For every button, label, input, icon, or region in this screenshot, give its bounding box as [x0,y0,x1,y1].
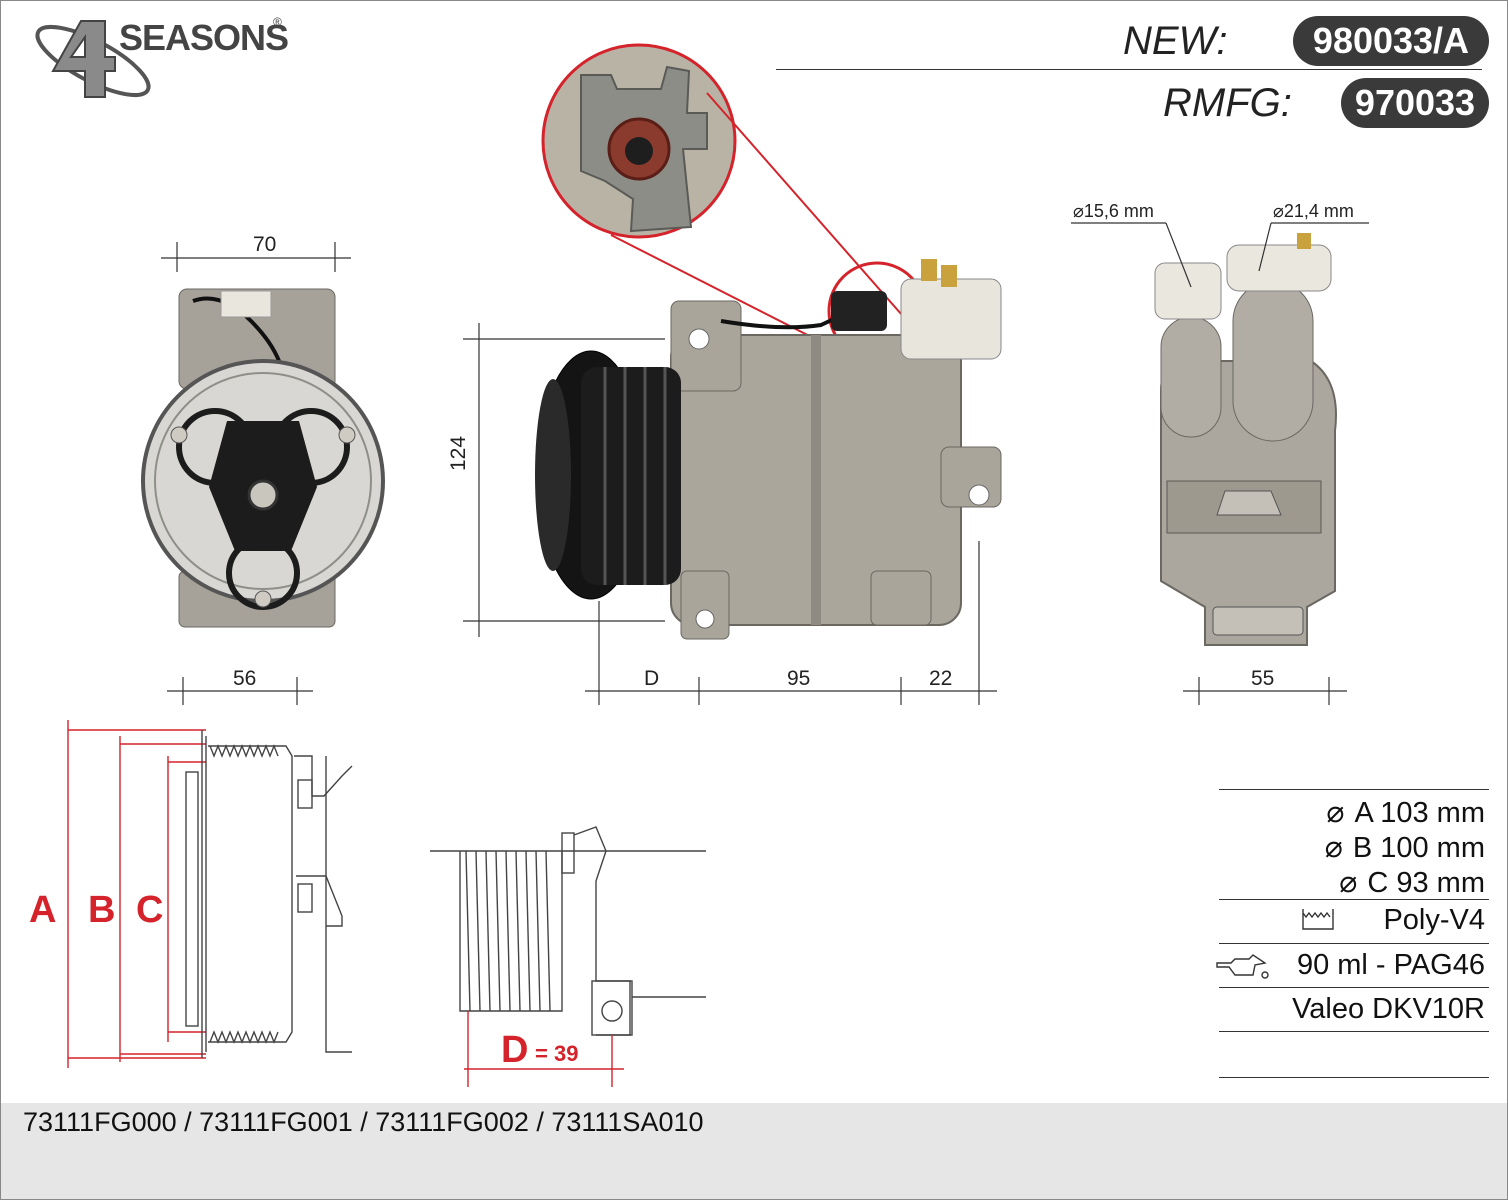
dim-side-height: 124 [447,435,470,471]
trademark-symbol: ® [273,15,282,29]
compressor-rear-view [1154,233,1337,646]
spec-belt: Poly-V4 [1383,904,1485,936]
spec-divider [1219,899,1489,900]
spec-diameter-b: ⌀B 100 mm [1324,831,1485,864]
dim-side-d: D [644,667,660,690]
pulley-label-a: A [29,889,57,931]
pulley-label-c: C [136,889,164,931]
spec-model: Valeo DKV10R [1292,993,1485,1025]
spec-divider-top [1219,789,1489,790]
rmfg-code-badge: 970033 [1341,78,1489,128]
spec-divider [1219,1031,1489,1032]
spec-diameter-c: ⌀C 93 mm [1339,866,1485,899]
pulley-offset-diagram [430,826,706,1087]
logo-swoosh-icon [35,20,151,98]
spec-divider [1219,987,1489,988]
spec-divider [1219,943,1489,944]
diameter-icon: ⌀ [1326,796,1345,829]
spec-diameter-a: ⌀A 103 mm [1326,796,1485,829]
oem-part-numbers: 73111FG000 / 73111FG001 / 73111FG002 / 7… [23,1107,704,1137]
diameter-icon: ⌀ [1324,831,1343,864]
pulley-cross-section [67,720,353,1068]
new-code-badge: 980033/A [1293,16,1489,66]
spec-oil: 90 ml - PAG46 [1296,949,1485,981]
new-label: NEW: [1123,19,1228,63]
footer-band [1,1103,1507,1199]
brand-name: SEASONS [119,17,289,58]
oil-can-icon [1216,954,1269,979]
pulley-label-d: D [501,1029,529,1071]
connector-zoom-detail [541,43,927,361]
poly-belt-icon [1302,909,1334,930]
spec-divider-bottom [1219,1077,1489,1078]
compressor-side-view [535,259,1002,640]
port-small-diameter: ⌀15,6 mm [1073,201,1154,221]
brand-logo: SEASONS ® [23,11,293,101]
dim-rear-width: 55 [1251,667,1275,690]
diameter-icon: ⌀ [1339,866,1358,899]
pulley-d-value: = 39 [535,1041,579,1066]
dim-front-width-bottom: 56 [233,667,257,690]
dim-side-offset: 22 [929,667,953,690]
compressor-front-view [141,288,385,628]
header-divider [776,69,1482,70]
port-large-diameter: ⌀21,4 mm [1273,201,1354,221]
rmfg-label: RMFG: [1163,81,1292,125]
dim-side-length: 95 [787,667,811,690]
dim-front-width-top: 70 [253,233,277,256]
dimension-lines [161,222,1369,705]
pulley-label-b: B [88,889,116,931]
